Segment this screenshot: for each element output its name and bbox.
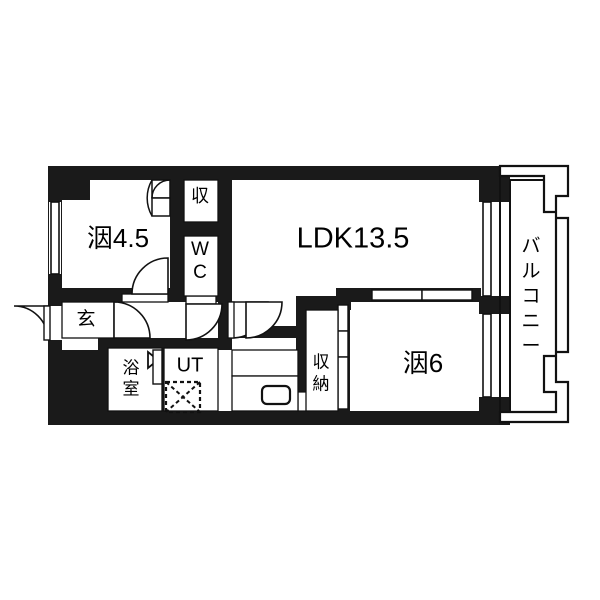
room-label-toilet-w: W	[191, 239, 209, 260]
bathtub	[147, 349, 163, 385]
kitchen-sink	[260, 384, 292, 406]
door-entrance-swing	[13, 305, 51, 341]
wall-bottom	[48, 411, 510, 425]
room-label-storage-1: 収	[313, 352, 330, 371]
door-wc-swing	[185, 303, 223, 341]
window-washitsu-left	[49, 201, 61, 275]
room-labels: 洇4.5 LDK13.5 洇6 収 W C 玄 浴 室 UT 収 納 バ ル コ…	[76, 186, 540, 399]
door-washitsu-swing	[131, 257, 169, 295]
door-washitsu-threshold	[121, 293, 169, 303]
room-label-balcony-5: ー	[521, 336, 540, 357]
room-label-bathroom-1: 浴	[123, 358, 140, 377]
room-label-balcony-4: ニ	[521, 311, 540, 332]
washing-machine-pan	[164, 380, 202, 414]
room-box-storage	[305, 309, 339, 412]
wall-top	[48, 166, 510, 180]
room-label-bathroom-2: 室	[123, 379, 140, 398]
wall-between-closet-wc	[184, 222, 218, 236]
closet-folding-doors	[146, 179, 171, 217]
wall-block-lower-left	[62, 350, 98, 411]
wall-washitsu-right	[170, 180, 184, 302]
slider-ldk-balcony	[481, 201, 493, 297]
door-bath-swing	[113, 301, 151, 339]
balcony-outline	[498, 164, 570, 424]
room-label-living-dining-kitchen: LDK13.5	[297, 223, 410, 255]
room-label-toilet-c: C	[193, 262, 207, 283]
kitchen-counter	[231, 349, 299, 412]
room-label-balcony-3: コ	[521, 286, 540, 307]
slider-yo6-balcony	[481, 313, 493, 398]
room-label-entrance-hall: 玄	[76, 308, 95, 330]
room-box-wc	[183, 235, 219, 297]
wall-ldk-right-pier	[479, 180, 496, 202]
wall-genkan-left-top	[48, 288, 62, 308]
sliding-doors-yo6-top	[371, 289, 473, 301]
room-label-utility-room: UT	[177, 354, 204, 376]
door-ldk-swing	[245, 301, 283, 339]
room-box-closet	[183, 179, 219, 223]
closet-doors-yo6-left	[337, 304, 349, 410]
door-wc-leaf	[185, 295, 217, 305]
room-box-ut	[163, 347, 219, 412]
room-label-closet-upper: 収	[191, 186, 209, 206]
room-label-western-room-6-jo: 洇6	[403, 348, 443, 378]
room-label-balcony-2: ル	[521, 261, 540, 282]
opening-entrance-door	[48, 306, 62, 340]
wall-corner-notch-topleft	[48, 166, 90, 200]
wall-wc-right	[218, 180, 232, 302]
room-label-storage-2: 納	[313, 374, 330, 393]
wall-genkan-left-bottom	[48, 338, 62, 425]
wall-bath-ut-top	[98, 338, 218, 350]
room-label-western-room-4.5-jo: 洇4.5	[87, 223, 149, 253]
walls-group	[13, 164, 570, 425]
room-label-balcony-1: バ	[521, 236, 540, 257]
